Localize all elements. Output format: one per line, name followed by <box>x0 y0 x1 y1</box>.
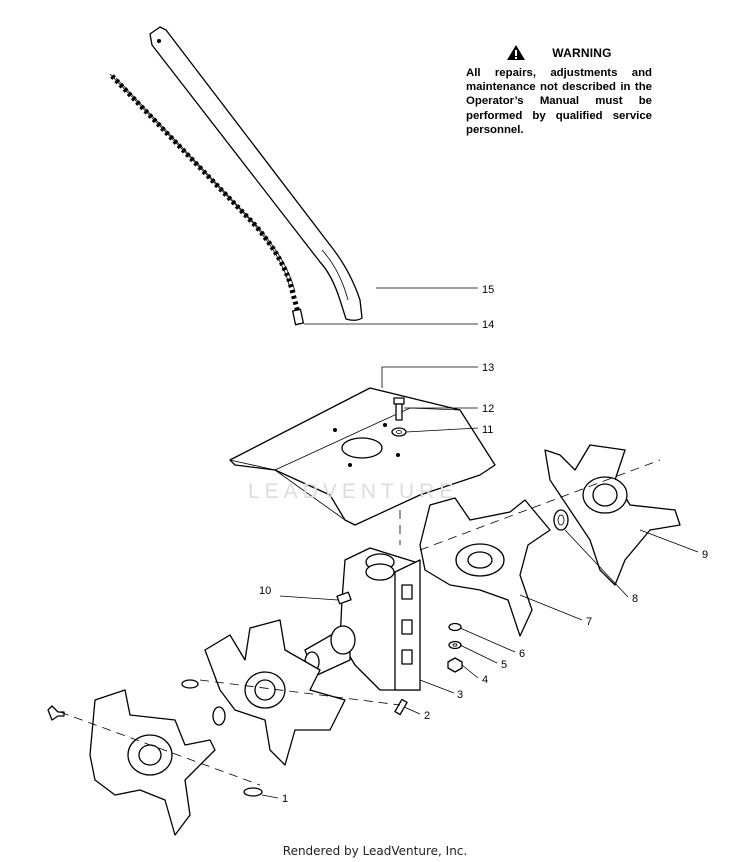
part-6-washer <box>448 622 462 632</box>
warning-header: WARNING <box>466 44 652 61</box>
callout-4: 4 <box>482 674 488 686</box>
callout-1: 1 <box>282 793 288 805</box>
tine-inner-left <box>204 619 346 766</box>
callout-14: 14 <box>482 319 494 331</box>
callout-11: 11 <box>482 424 493 436</box>
warning-text: All repairs, adjustments and maintenance… <box>466 67 652 136</box>
callout-10: 10 <box>259 585 271 597</box>
tine-outer-left <box>89 689 216 836</box>
callout-3: 3 <box>457 689 463 701</box>
warning-box: WARNING All repairs, adjustments and mai… <box>466 44 652 137</box>
callout-7: 7 <box>586 616 592 628</box>
watermark: LEADVENTURE <box>248 480 459 503</box>
warning-title: WARNING <box>552 45 612 60</box>
part-7-tine-inner-right <box>419 497 551 637</box>
part-14-control-cable <box>109 73 305 326</box>
part-5-washer <box>448 640 462 650</box>
callout-9: 9 <box>702 549 708 561</box>
part-4-nut <box>447 657 463 673</box>
callout-13: 13 <box>482 362 494 374</box>
washer-left <box>212 706 226 726</box>
callout-5: 5 <box>501 659 507 671</box>
callout-8: 8 <box>632 593 638 605</box>
part-12-bolt <box>393 397 405 421</box>
footer-credit: Rendered by LeadVenture, Inc. <box>282 844 468 858</box>
callout-2: 2 <box>424 710 430 722</box>
part-1-clevis-pin <box>47 679 263 797</box>
part-2-bolt <box>394 698 408 716</box>
callout-6: 6 <box>519 648 525 660</box>
warning-triangle-icon <box>507 45 526 60</box>
part-11-washer <box>391 427 407 437</box>
part-10-grease-fitting <box>336 591 352 605</box>
part-15-handle-tube <box>149 26 363 321</box>
callout-12: 12 <box>482 403 494 415</box>
part-8-washer <box>553 509 569 531</box>
part-3-gearbox <box>304 547 421 691</box>
callout-15: 15 <box>482 284 494 296</box>
part-9-tine-outer-right <box>544 444 681 586</box>
